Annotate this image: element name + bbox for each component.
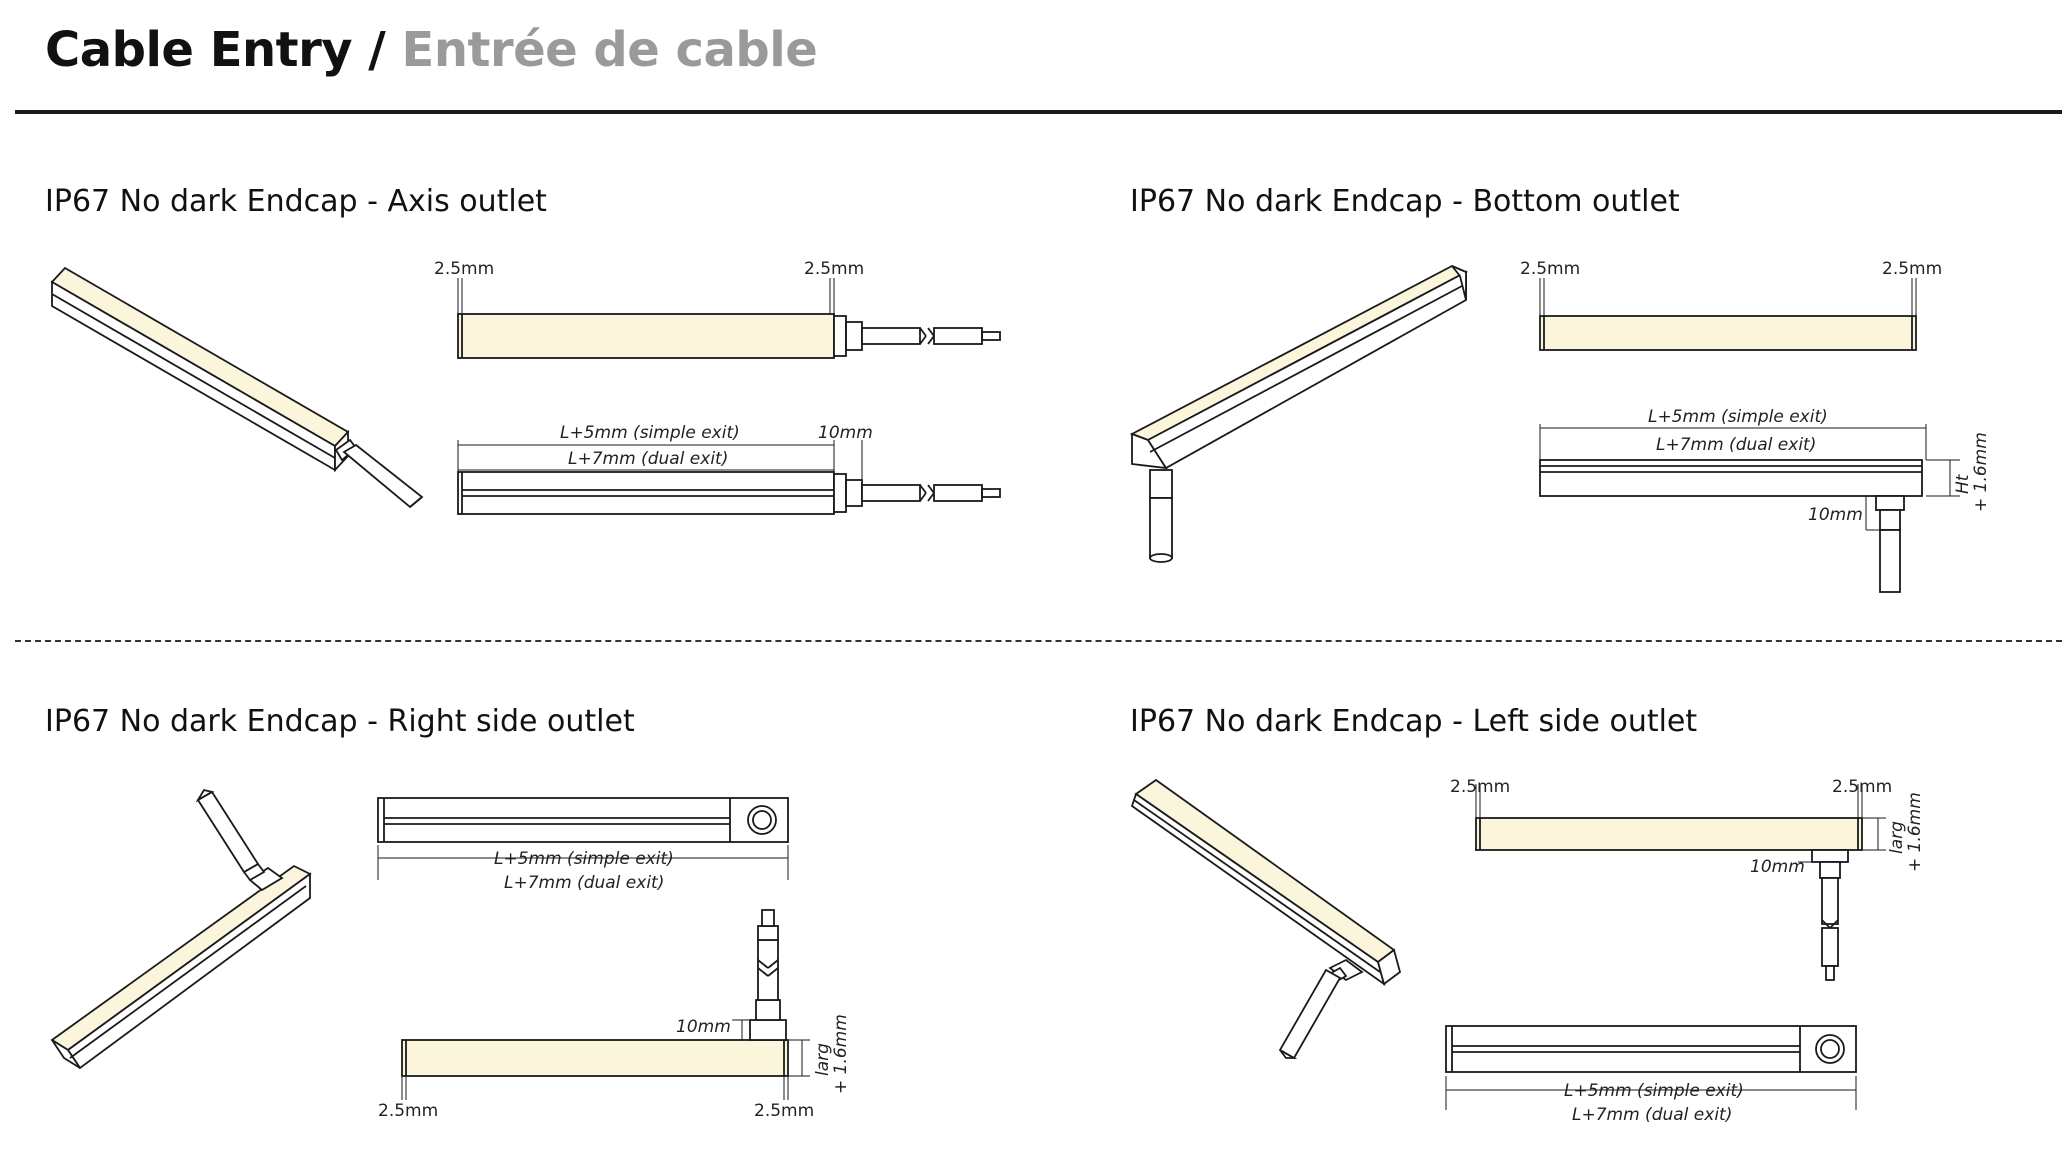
right-dim-plus: + 1.6mm <box>831 1014 851 1094</box>
left-dim-plus: + 1.6mm <box>1905 792 1925 872</box>
right-dim-dual: L+7mm (dual exit) <box>504 873 664 893</box>
title-english: Cable Entry / <box>45 22 386 78</box>
left-side-view <box>1445 1025 1857 1110</box>
left-dim-10mm: 10mm <box>1750 857 1805 877</box>
right-dim-left: 2.5mm <box>378 1101 438 1121</box>
right-dim-simple: L+5mm (simple exit) <box>494 849 674 869</box>
axis-isometric-view <box>50 266 424 509</box>
right-dim-10mm: 10mm <box>676 1017 731 1037</box>
panel-title-bottom: IP67 No dark Endcap - Bottom outlet <box>1130 184 1680 219</box>
header-rule <box>15 110 2062 114</box>
left-top-view <box>1475 784 1886 981</box>
bottom-dim-plus: + 1.6mm <box>1971 432 1991 512</box>
axis-dim-10mm: 10mm <box>818 423 873 443</box>
panel-title-right-side: IP67 No dark Endcap - Right side outlet <box>45 704 635 739</box>
left-dim-larg: larg <box>1887 821 1907 854</box>
right-top-view <box>377 797 789 880</box>
bottom-dim-dual: L+7mm (dual exit) <box>1656 435 1816 455</box>
right-isometric-view <box>50 788 312 1070</box>
left-dim-left: 2.5mm <box>1450 777 1510 797</box>
panel-title-axis: IP67 No dark Endcap - Axis outlet <box>45 184 547 219</box>
left-dim-dual: L+7mm (dual exit) <box>1572 1105 1732 1125</box>
bottom-dim-right: 2.5mm <box>1882 259 1942 279</box>
right-dim-larg: larg <box>813 1043 833 1076</box>
panel-title-left-side: IP67 No dark Endcap - Left side outlet <box>1130 704 1698 739</box>
bottom-isometric-view <box>1129 265 1469 563</box>
left-dim-simple: L+5mm (simple exit) <box>1564 1081 1744 1101</box>
bottom-dim-simple: L+5mm (simple exit) <box>1648 407 1828 427</box>
bottom-dim-10mm: 10mm <box>1808 505 1863 525</box>
bottom-side-view <box>1539 424 1960 593</box>
axis-dim-left: 2.5mm <box>434 259 494 279</box>
title-french: Entrée de cable <box>401 22 818 78</box>
left-dim-right: 2.5mm <box>1832 777 1892 797</box>
right-side-view <box>401 909 810 1100</box>
section-divider <box>15 640 2062 642</box>
left-isometric-view <box>1130 778 1402 1060</box>
axis-dim-dual: L+7mm (dual exit) <box>568 449 728 469</box>
bottom-dim-left: 2.5mm <box>1520 259 1580 279</box>
bottom-top-view <box>1539 278 1917 351</box>
axis-dim-right: 2.5mm <box>804 259 864 279</box>
right-dim-right: 2.5mm <box>754 1101 814 1121</box>
bottom-dim-ht: Ht <box>1953 473 1973 494</box>
axis-dim-simple: L+5mm (simple exit) <box>560 423 740 443</box>
axis-side-view <box>457 440 1001 515</box>
page-title: Cable Entry / Entrée de cable <box>45 22 818 78</box>
axis-top-view <box>457 278 1001 359</box>
